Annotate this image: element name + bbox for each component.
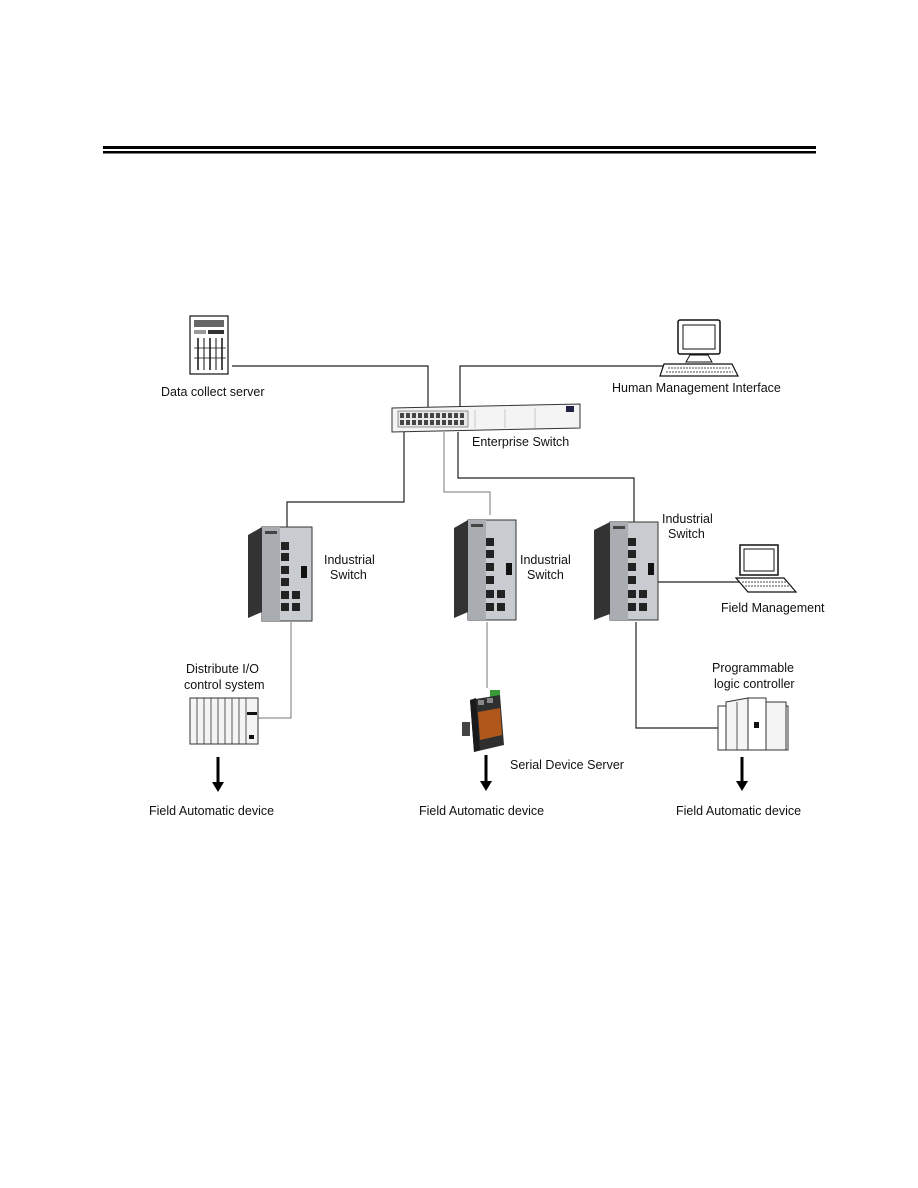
distributed-io-module-icon	[189, 697, 259, 745]
serial-device-server-label: Serial Device Server	[510, 758, 624, 772]
hmi-label: Human Management Interface	[612, 381, 781, 395]
industrial-switch-middle-label-1: Industrial	[520, 553, 571, 567]
industrial-switch-right-label-1: Industrial	[662, 512, 713, 526]
serial-device-server-icon	[462, 690, 504, 752]
industrial-switch-middle-label-2: Switch	[527, 568, 564, 582]
industrial-switch-right-icon	[594, 521, 659, 621]
header-rule	[103, 146, 816, 154]
plc-label-1: Programmable	[712, 661, 794, 675]
industrial-switch-left-label-1: Industrial	[324, 553, 375, 567]
desktop-computer-icon	[659, 319, 739, 377]
enterprise-switch-label: Enterprise Switch	[472, 435, 569, 449]
server-icon	[189, 315, 229, 375]
data-collect-server-label: Data collect server	[161, 385, 265, 399]
plc-label-2: logic controller	[714, 677, 795, 691]
industrial-switch-right-label-2: Switch	[668, 527, 705, 541]
enterprise-switch-icon	[391, 403, 581, 433]
field-automatic-device-right-label: Field Automatic device	[676, 804, 801, 818]
arrow-down-middle-icon	[480, 755, 492, 791]
industrial-switch-left-icon	[248, 526, 313, 622]
arrow-down-left-icon	[212, 757, 224, 792]
plc-cabinet-icon	[717, 697, 789, 751]
distribute-io-label-2: control system	[184, 678, 265, 692]
connection-lines	[232, 365, 740, 729]
field-management-label: Field Management	[721, 601, 825, 615]
laptop-icon	[734, 544, 798, 593]
industrial-switch-left-label-2: Switch	[330, 568, 367, 582]
industrial-switch-middle-icon	[454, 519, 517, 621]
field-automatic-device-left-label: Field Automatic device	[149, 804, 274, 818]
arrow-down-right-icon	[736, 757, 748, 791]
field-automatic-device-middle-label: Field Automatic device	[419, 804, 544, 818]
distribute-io-label-1: Distribute I/O	[186, 662, 259, 676]
